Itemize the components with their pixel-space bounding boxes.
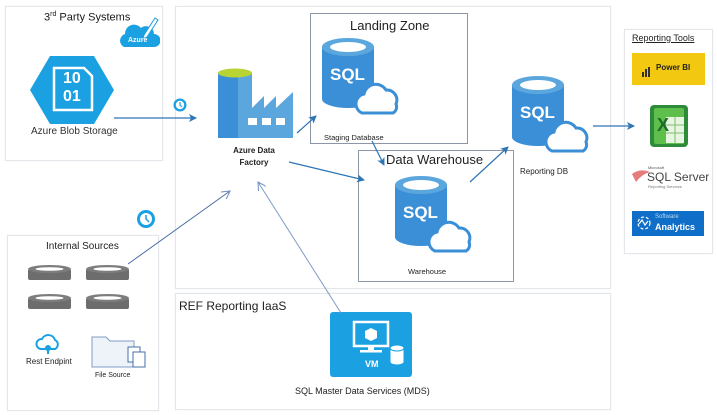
disk-icon-1[interactable] bbox=[28, 265, 71, 282]
vm-icon-text: VM bbox=[365, 359, 379, 369]
sql-server-brand-small: Microsoft bbox=[648, 165, 665, 170]
analytics-name: Analytics bbox=[655, 222, 696, 232]
azure-blob-storage-label: Azure Blob Storage bbox=[31, 126, 118, 137]
excel-icon[interactable]: X bbox=[648, 103, 690, 149]
sql-server-reporting-logo[interactable]: Microsoft SQL Server Reporting Services bbox=[632, 163, 710, 191]
landing-zone-box bbox=[310, 13, 468, 144]
data-warehouse-title: Data Warehouse bbox=[386, 152, 484, 167]
staging-database-label: Staging Database bbox=[324, 133, 384, 142]
third-party-title-number: 3 bbox=[44, 11, 51, 24]
warehouse-label: Warehouse bbox=[408, 267, 447, 276]
warehouse-sql-text: SQL bbox=[403, 203, 438, 222]
reporting-tools-title: Reporting Tools bbox=[632, 33, 695, 43]
reporting-sql-database-icon[interactable]: SQL bbox=[512, 75, 594, 155]
adf-label-line2: Factory bbox=[239, 158, 269, 167]
sql-server-name: SQL Server bbox=[647, 170, 710, 184]
azure-cloud-edit-icon[interactable]: Azure bbox=[118, 15, 161, 49]
blob-icon-digits-top: 10 bbox=[63, 70, 81, 87]
power-bi-tile[interactable]: Power BI bbox=[632, 53, 705, 85]
software-analytics-tile[interactable]: Software Analytics bbox=[632, 211, 704, 236]
sql-mds-label: SQL Master Data Services (MDS) bbox=[295, 386, 430, 396]
rest-endpoint-icon[interactable] bbox=[35, 333, 61, 355]
file-source-label: File Source bbox=[95, 372, 131, 379]
analytics-icon bbox=[636, 215, 652, 231]
file-source-icon[interactable] bbox=[91, 333, 147, 369]
reporting-db-label: Reporting DB bbox=[520, 167, 569, 176]
internal-sources-title: Internal Sources bbox=[46, 241, 119, 252]
reporting-sql-text: SQL bbox=[520, 103, 555, 122]
disk-icon-3[interactable] bbox=[28, 294, 71, 311]
iaas-title: REF Reporting IaaS bbox=[179, 299, 287, 313]
staging-sql-text: SQL bbox=[330, 65, 365, 84]
azure-blob-storage-icon[interactable]: 10 01 bbox=[30, 56, 114, 124]
power-bi-icon bbox=[642, 64, 651, 77]
rest-endpoint-label: Rest Endpint bbox=[26, 357, 72, 366]
disk-icon-2[interactable] bbox=[86, 265, 129, 282]
disk-icon-4[interactable] bbox=[86, 294, 129, 311]
third-party-title-text: Party Systems bbox=[56, 11, 131, 24]
warehouse-sql-database-icon[interactable]: SQL bbox=[395, 175, 477, 255]
power-bi-label: Power BI bbox=[656, 63, 691, 72]
schedule-trigger-icon-bottom[interactable] bbox=[136, 209, 156, 229]
third-party-title-sup: rd bbox=[50, 11, 57, 18]
adf-label-line1: Azure Data bbox=[233, 146, 275, 155]
azure-data-factory-icon[interactable] bbox=[218, 68, 293, 138]
excel-x-glyph: X bbox=[657, 115, 670, 135]
analytics-brand-small: Software bbox=[655, 214, 679, 220]
third-party-title: 3rd Party Systems bbox=[44, 11, 130, 24]
azure-pipeline-panel bbox=[175, 6, 611, 289]
vm-icon[interactable]: VM bbox=[330, 312, 412, 377]
schedule-trigger-icon-top[interactable] bbox=[173, 98, 187, 112]
landing-zone-title: Landing Zone bbox=[350, 18, 430, 33]
internal-sources-panel bbox=[7, 235, 159, 411]
azure-badge-text: Azure bbox=[128, 37, 148, 44]
sql-server-sub: Reporting Services bbox=[648, 184, 682, 189]
azure-data-factory-label: Azure Data Factory bbox=[229, 145, 279, 169]
staging-sql-database-icon[interactable]: SQL bbox=[322, 37, 404, 117]
blob-icon-digits-bottom: 01 bbox=[63, 88, 81, 105]
data-warehouse-box bbox=[358, 150, 514, 282]
